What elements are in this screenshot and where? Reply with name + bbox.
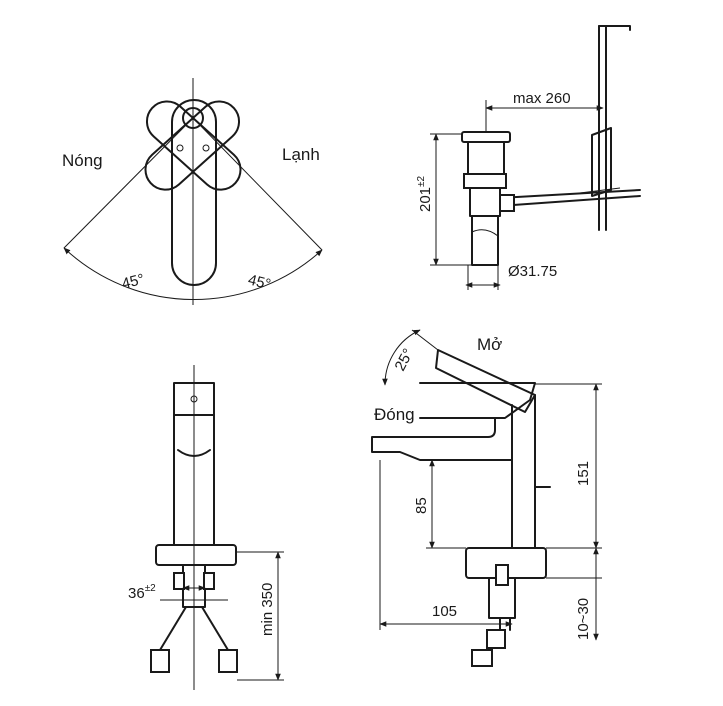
- drain-view: max 260 201±2 Ø31.75: [416, 25, 641, 290]
- diameter-label: Ø31.75: [508, 263, 557, 280]
- height-dim-label: 151: [575, 461, 592, 486]
- hole-dim-label: 36±2: [128, 583, 156, 602]
- arc-left-radius: [63, 117, 194, 249]
- side-nut: [495, 564, 509, 586]
- angle-left-label: 45°: [120, 271, 146, 293]
- front-hose-end-right: [218, 649, 238, 673]
- front-hose-left: [159, 606, 187, 651]
- horizontal-rod-2: [499, 195, 641, 207]
- cold-label: Lạnh: [282, 145, 320, 164]
- deck-dim-label: 10~30: [575, 598, 592, 640]
- handle-open-position: [435, 349, 536, 413]
- front-hose-right: [201, 606, 229, 651]
- rod-dash: [579, 187, 621, 194]
- reach-dim-label: 105: [432, 603, 457, 620]
- arc-right-radius: [192, 117, 323, 251]
- side-hose-end: [486, 629, 506, 649]
- clevis-strap: [591, 127, 612, 197]
- top-view: Nóng Lạnh 45° 45°: [62, 78, 323, 305]
- front-base: [155, 544, 237, 566]
- lift-rod-cap: [598, 25, 631, 31]
- open-angle-ray: [411, 329, 439, 351]
- handle-closed-position: [419, 382, 536, 419]
- front-nut-left: [173, 572, 185, 590]
- side-hose-tail: [471, 649, 493, 667]
- front-nut-right: [203, 572, 215, 590]
- front-view: 36±2 min 350: [128, 365, 284, 690]
- handle-pivot: [182, 107, 204, 129]
- drain-tail: [471, 215, 499, 266]
- horizontal-rod: [499, 189, 641, 199]
- spout-height-dim-label: 85: [413, 497, 430, 514]
- drain-nut: [463, 173, 507, 189]
- handle-screw-left: [176, 144, 184, 152]
- faucet-body: [511, 394, 536, 549]
- angle-right-label: 45°: [246, 271, 272, 293]
- hot-handle-outline: [144, 100, 241, 191]
- cold-handle-outline: [145, 100, 242, 191]
- max-dim-label: max 260: [513, 90, 571, 107]
- front-spout-body: [173, 414, 215, 546]
- drain-body: [469, 187, 501, 217]
- side-view: 25° Mở Đóng 151 10~30 85 105: [371, 329, 602, 667]
- hose-dim-label: min 350: [259, 583, 276, 636]
- open-angle-arc: [382, 329, 421, 386]
- drain-neck: [467, 141, 505, 175]
- front-hose-end-left: [150, 649, 170, 673]
- open-label: Mở: [477, 335, 502, 354]
- closed-label: Đóng: [374, 405, 415, 424]
- handle-screw-right: [202, 144, 210, 152]
- faucet-spout: [371, 417, 513, 461]
- spout-top-outline: [171, 99, 217, 286]
- drain-side-port: [499, 194, 515, 212]
- hot-label: Nóng: [62, 151, 103, 170]
- drain-flange: [461, 131, 511, 143]
- drain-height-label: 201±2: [416, 175, 434, 212]
- drain-tail-break: [471, 229, 499, 237]
